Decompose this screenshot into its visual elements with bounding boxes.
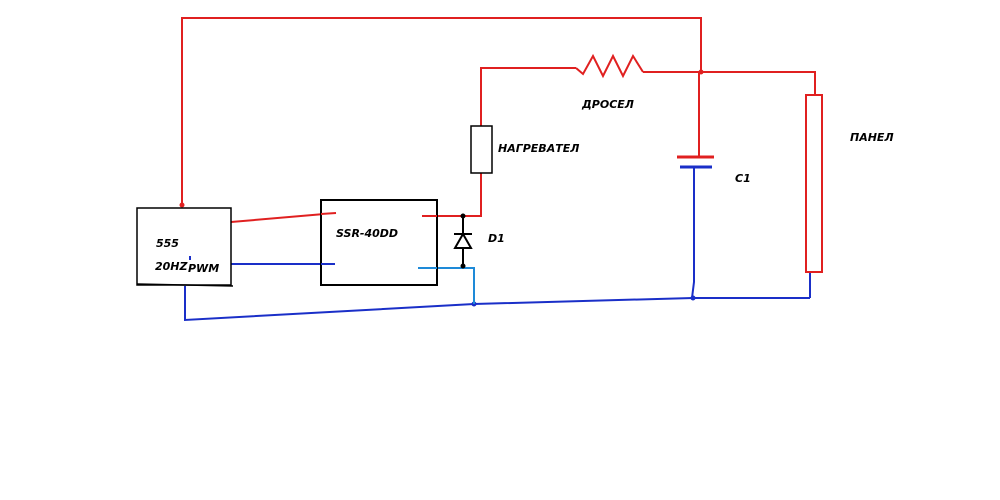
wire-ground-rail	[184, 286, 810, 322]
timer-555-box-edge	[136, 283, 234, 287]
choke-label: ДРОСЕЛ	[581, 98, 634, 111]
timer-555-box	[136, 207, 232, 286]
wire-choke-to-panel	[643, 71, 816, 94]
choke-inductor	[575, 53, 644, 79]
timer-pwm-label: PWM	[188, 262, 219, 275]
wire-555-top-loop	[181, 17, 702, 205]
panel-label: ПАНЕЛ	[850, 131, 894, 144]
timer-555-label: 555	[156, 237, 179, 250]
junction-node	[698, 69, 704, 75]
diode-label: D1	[488, 232, 505, 245]
diode-node	[460, 263, 466, 269]
ssr-input-stub	[320, 212, 337, 215]
timer-frequency-label: 20HZ	[155, 260, 189, 273]
wire-heater-to-choke	[480, 67, 576, 126]
panel-element	[805, 94, 823, 273]
wire-555-to-ssr	[230, 212, 337, 223]
ssr-label: SSR-40DD	[336, 227, 398, 240]
wire-ssr-to-heater	[422, 173, 482, 217]
ground-node	[690, 295, 696, 301]
diode-anode-triangle	[453, 231, 473, 249]
wire-c1-to-ground	[691, 167, 695, 299]
heater-label: НАГРЕВАТЕЛ	[498, 142, 579, 155]
ssr-relay-box	[320, 199, 438, 286]
junction-node	[179, 202, 185, 208]
capacitor-label: C1	[735, 172, 751, 185]
pwm-marker	[189, 256, 191, 260]
diode-node	[460, 213, 466, 219]
heater-resistor	[470, 125, 493, 174]
